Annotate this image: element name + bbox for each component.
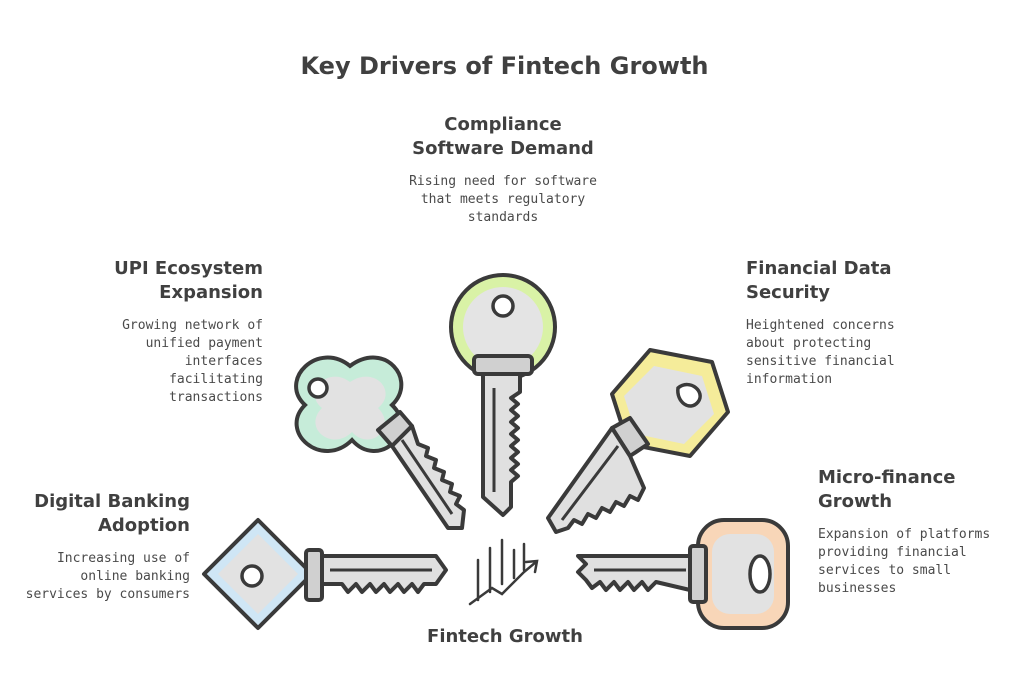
driver-micro-finance-description: Expansion of platforms providing financi… bbox=[818, 527, 991, 596]
driver-security-description: Heightened concerns about protecting sen… bbox=[746, 318, 895, 387]
growth-arrow-icon bbox=[468, 538, 539, 606]
driver-compliance: Compliance Software Demand Rising need f… bbox=[405, 113, 601, 227]
driver-micro-finance-title: Micro-finance Growth bbox=[818, 467, 956, 512]
compliance-key-icon bbox=[449, 273, 557, 517]
driver-digital-banking-description: Increasing use of online banking service… bbox=[25, 551, 190, 602]
driver-micro-finance: Micro-finance Growth Expansion of platfo… bbox=[818, 466, 994, 598]
driver-digital-banking: Digital Banking Adoption Increasing use … bbox=[14, 490, 190, 604]
driver-security-title: Financial Data Security bbox=[746, 258, 892, 303]
security-key-icon bbox=[546, 348, 730, 534]
driver-digital-banking-title: Digital Banking Adoption bbox=[34, 491, 190, 536]
driver-compliance-title: Compliance Software Demand bbox=[412, 114, 594, 159]
driver-compliance-description: Rising need for software that meets regu… bbox=[409, 174, 597, 225]
driver-upi: UPI Ecosystem Expansion Growing network … bbox=[96, 257, 263, 407]
center-label: Fintech Growth bbox=[427, 626, 583, 647]
digital-banking-key-icon bbox=[202, 518, 448, 630]
upi-key-icon bbox=[294, 355, 466, 530]
driver-upi-description: Growing network of unified payment inter… bbox=[122, 318, 263, 405]
micro-finance-key-icon bbox=[576, 518, 790, 630]
diagram-title: Key Drivers of Fintech Growth bbox=[300, 52, 709, 80]
driver-upi-title: UPI Ecosystem Expansion bbox=[114, 258, 263, 303]
driver-security: Financial Data Security Heightened conce… bbox=[746, 257, 922, 389]
